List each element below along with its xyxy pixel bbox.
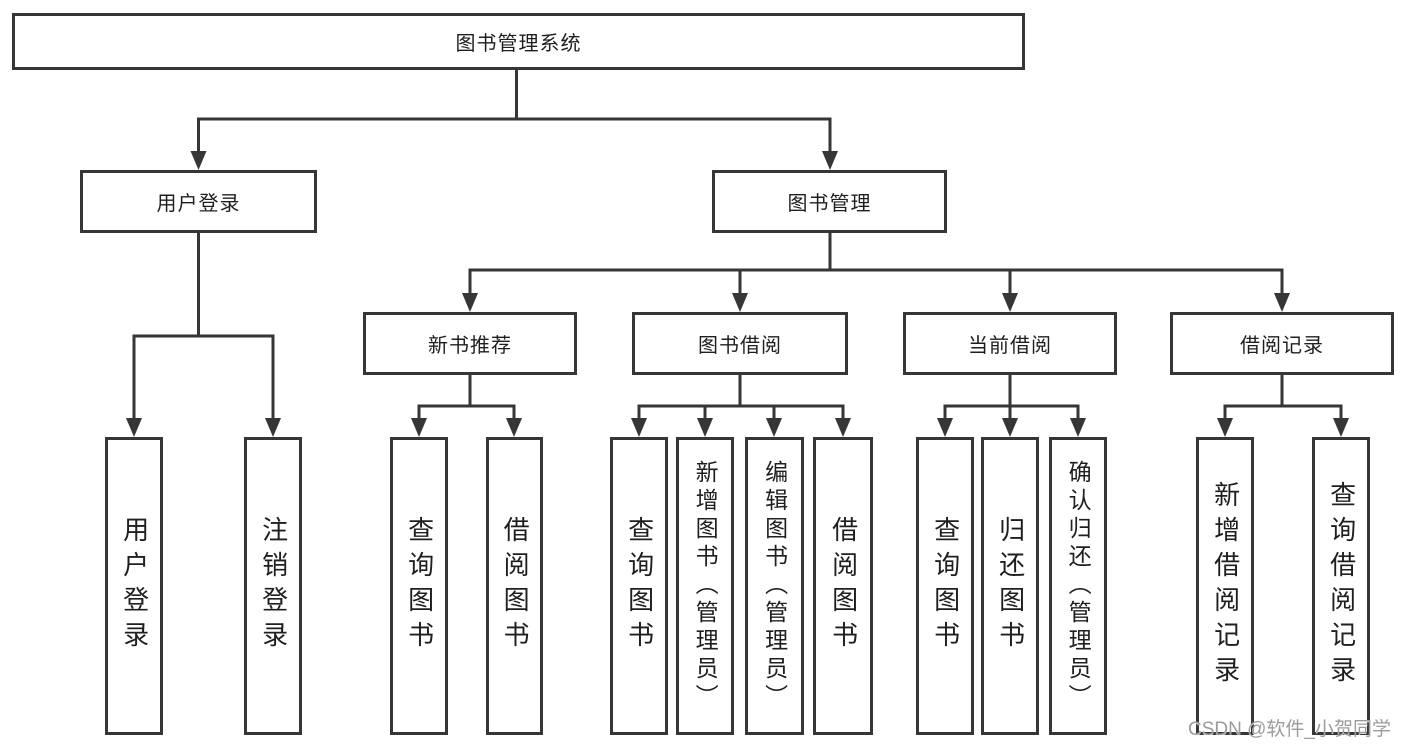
csdn-watermark: CSDN @软件_小贺同学 — [1188, 719, 1391, 740]
node-current-borrow: 当前借阅 — [903, 312, 1117, 375]
node-borrow-records-label: 借阅记录 — [1240, 335, 1324, 357]
leaf-add-book-admin-label: 新增图书（管理员） — [692, 460, 719, 712]
leaf-newbook-query-books-label: 查询图书 — [404, 516, 435, 656]
leaf-edit-book-admin-label: 编辑图书（管理员） — [761, 460, 788, 712]
leaf-newbook-borrow-books: 借阅图书 — [486, 437, 543, 735]
node-user-login: 用户登录 — [80, 170, 317, 233]
leaf-add-book-admin: 新增图书（管理员） — [676, 437, 734, 735]
leaf-confirm-return-admin: 确认归还（管理员） — [1049, 437, 1107, 735]
node-book-management: 图书管理 — [712, 170, 947, 233]
leaf-current-query-books: 查询图书 — [916, 437, 974, 735]
leaf-newbook-query-books: 查询图书 — [390, 437, 448, 735]
node-user-login-label: 用户登录 — [156, 193, 241, 215]
leaf-return-books: 归还图书 — [981, 437, 1039, 735]
leaf-query-borrow-record-label: 查询借阅记录 — [1326, 481, 1357, 691]
leaf-newbook-borrow-books-label: 借阅图书 — [500, 516, 531, 656]
node-library-system-label: 图书管理系统 — [455, 33, 582, 55]
node-borrow-records: 借阅记录 — [1170, 312, 1394, 375]
leaf-confirm-return-admin-label: 确认归还（管理员） — [1065, 460, 1092, 712]
leaf-borrow-books: 借阅图书 — [813, 437, 873, 735]
leaf-user-login: 用户登录 — [105, 437, 163, 735]
node-current-borrow-label: 当前借阅 — [968, 335, 1052, 357]
leaf-edit-book-admin: 编辑图书（管理员） — [745, 437, 804, 735]
leaf-borrow-query-books-label: 查询图书 — [624, 516, 655, 656]
node-book-management-label: 图书管理 — [787, 193, 872, 215]
leaf-current-query-books-label: 查询图书 — [930, 516, 961, 656]
node-book-borrow-label: 图书借阅 — [698, 335, 782, 357]
node-library-system: 图书管理系统 — [12, 13, 1025, 70]
leaf-return-books-label: 归还图书 — [995, 516, 1026, 656]
node-new-book-recommend: 新书推荐 — [363, 312, 577, 375]
leaf-add-borrow-record: 新增借阅记录 — [1196, 437, 1254, 735]
leaf-add-borrow-record-label: 新增借阅记录 — [1210, 481, 1241, 691]
node-new-book-recommend-label: 新书推荐 — [428, 335, 512, 357]
leaf-logout: 注销登录 — [244, 437, 302, 735]
leaf-logout-label: 注销登录 — [258, 516, 289, 656]
leaf-query-borrow-record: 查询借阅记录 — [1312, 437, 1370, 735]
leaf-borrow-books-label: 借阅图书 — [828, 516, 859, 656]
leaf-user-login-label: 用户登录 — [119, 516, 150, 656]
node-book-borrow: 图书借阅 — [632, 312, 848, 375]
leaf-borrow-query-books: 查询图书 — [610, 437, 668, 735]
